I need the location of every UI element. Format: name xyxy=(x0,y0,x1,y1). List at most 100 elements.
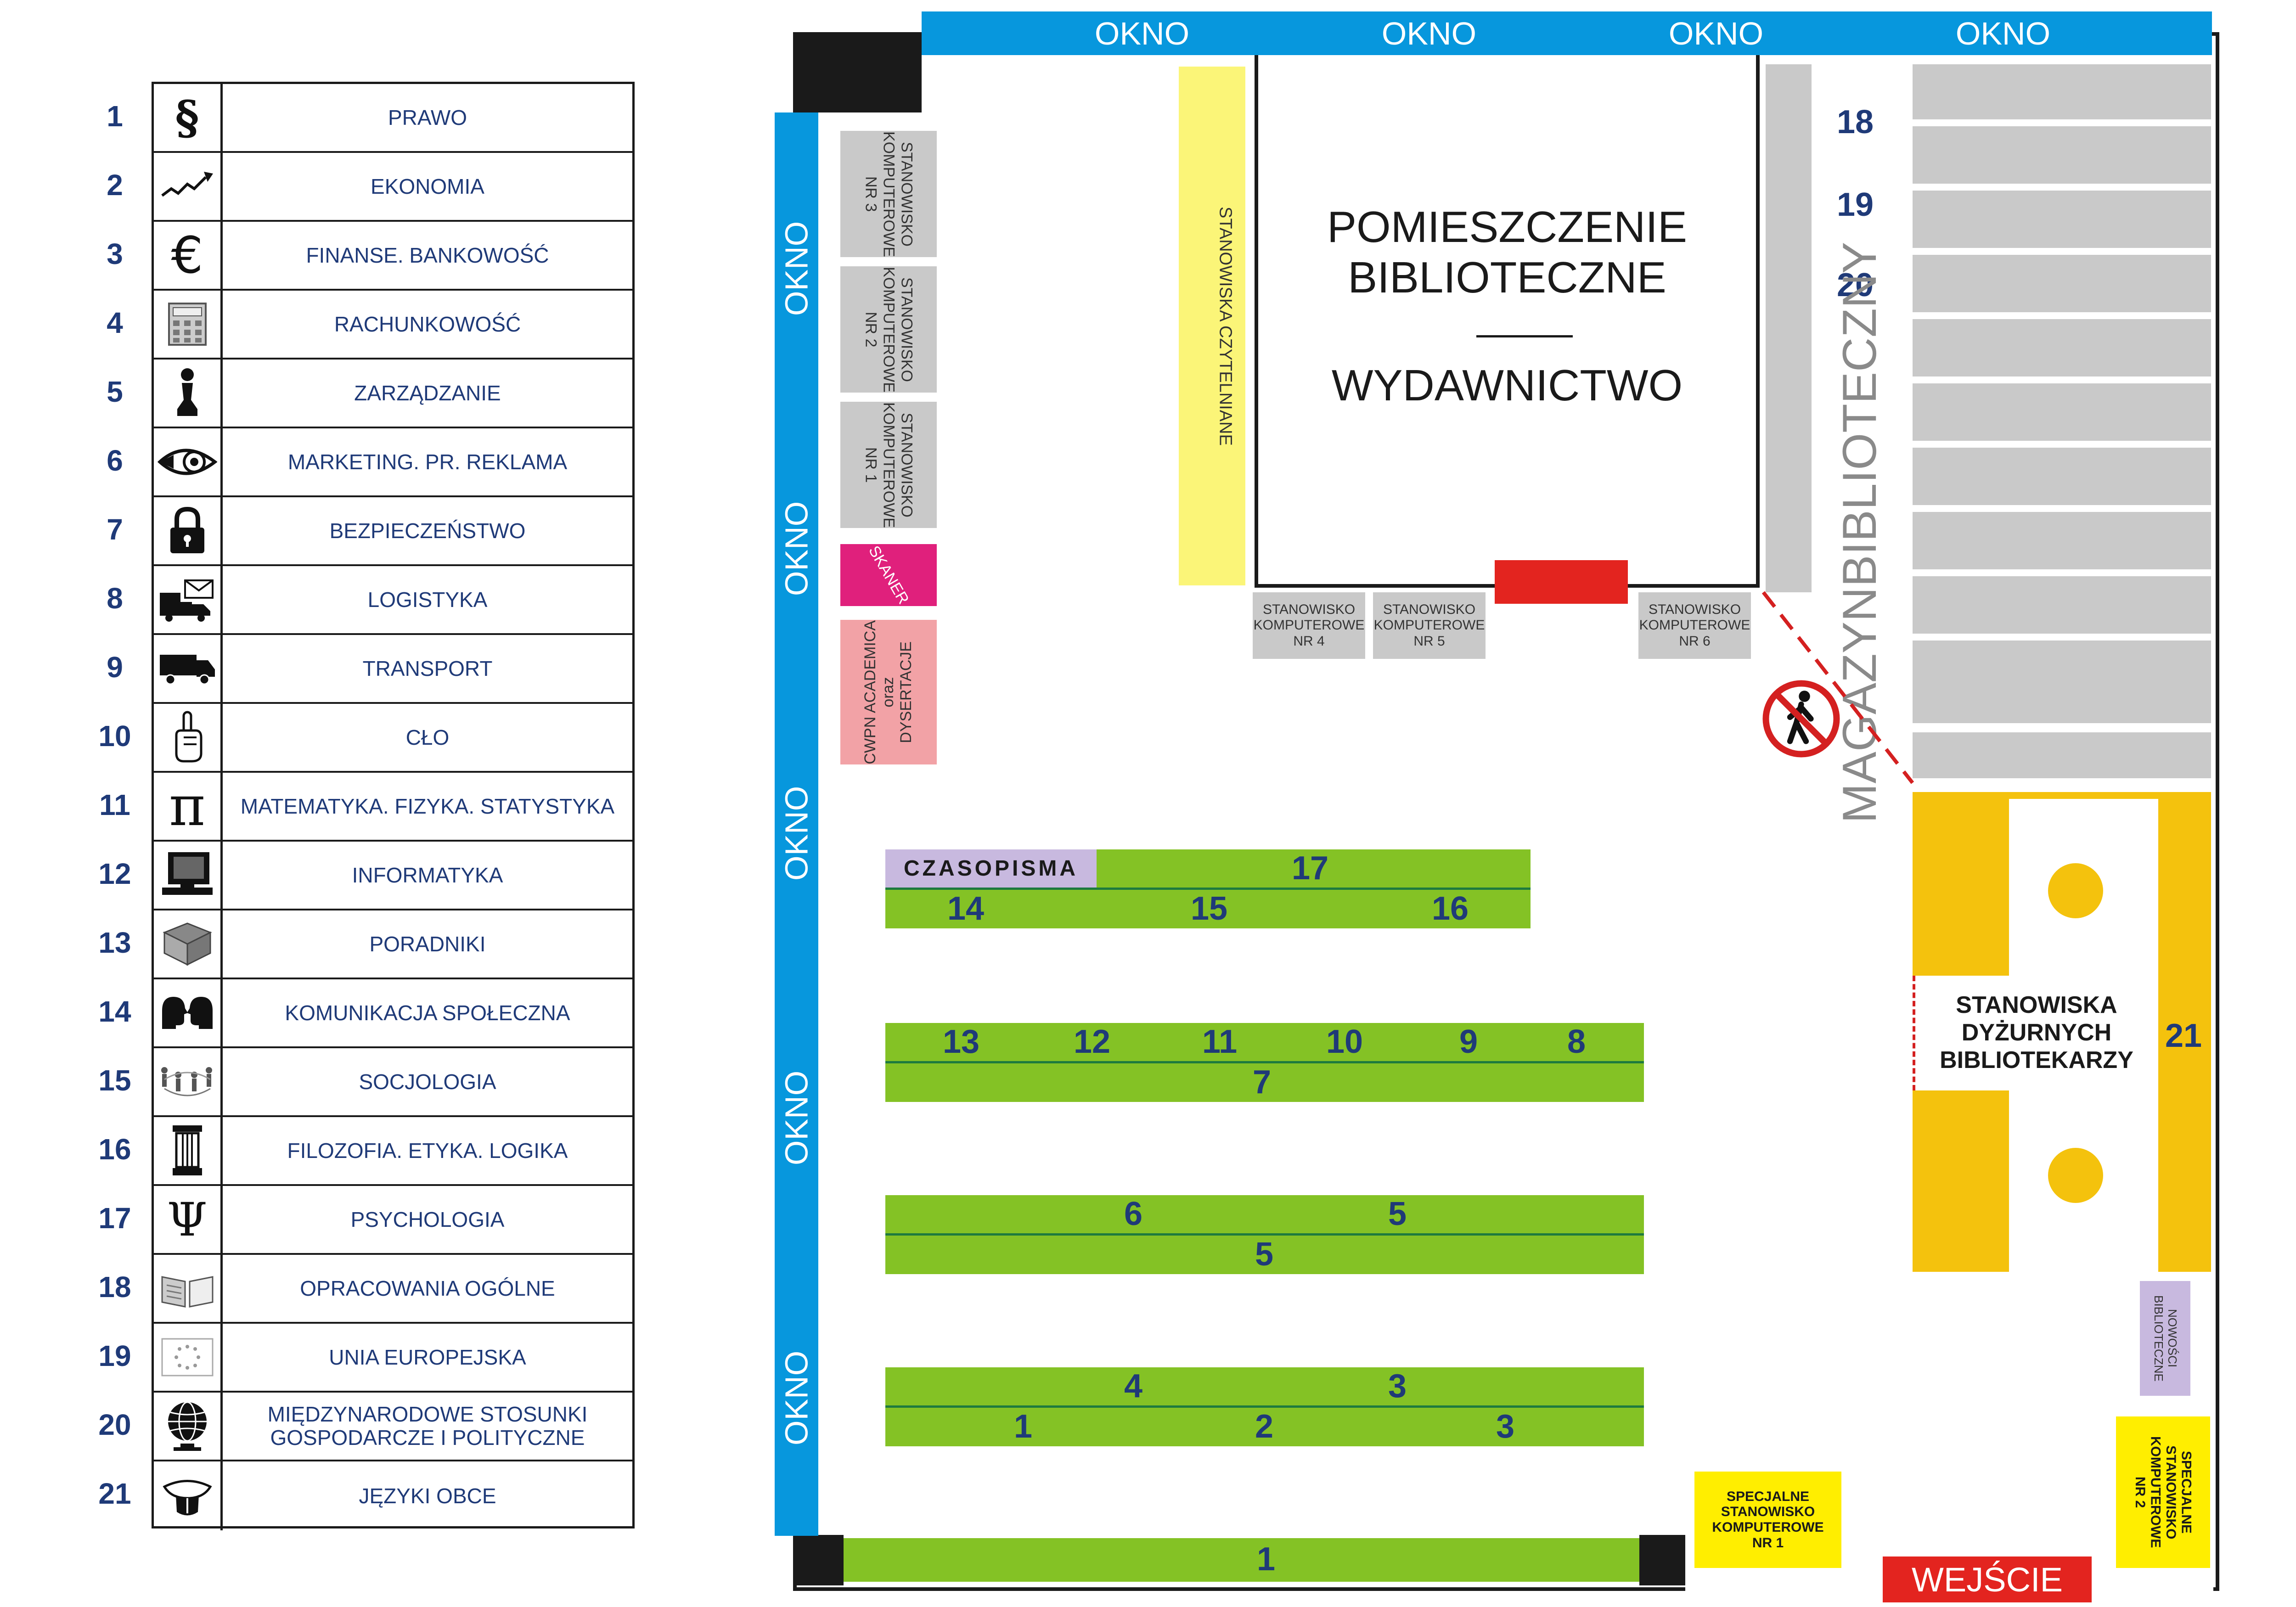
books-icon xyxy=(154,910,223,978)
reading-desks-label: STANOWISKA CZYTELNIANE xyxy=(1216,206,1235,446)
window-label: OKNO xyxy=(778,1350,815,1446)
storage-shelf-number: 18 xyxy=(1837,104,1874,140)
legend-number: 12 xyxy=(98,857,131,890)
legend-label: MARKETING. PR. REKLAMA xyxy=(287,450,568,474)
library-room-title: POMIESZCZENIE BIBLIOTECZNE xyxy=(1258,202,1756,303)
periodicals-label: CZASOPISMA xyxy=(885,849,1097,888)
euro-icon: € xyxy=(154,222,223,289)
padlock-icon xyxy=(154,497,223,564)
special-station-label: NR 1 xyxy=(1752,1535,1784,1551)
window-label: OKNO xyxy=(1955,15,2051,51)
legend-number: 11 xyxy=(99,788,130,821)
legend-label: CŁO xyxy=(405,725,450,749)
legend-number: 20 xyxy=(98,1408,131,1441)
station-number: NR 6 xyxy=(1679,633,1711,649)
shelf-number: 8 xyxy=(1567,1023,1586,1060)
calculator-icon xyxy=(154,291,223,358)
no-entry-icon xyxy=(1762,680,1840,758)
special-station-label: KOMPUTEROWE xyxy=(2148,1436,2163,1548)
shelf-divider xyxy=(885,1061,1644,1063)
truck-icon xyxy=(154,635,223,702)
shelf-divider xyxy=(885,1405,1644,1408)
shelf-row-c: 6 5 5 xyxy=(885,1195,1644,1274)
station-number: NR 3 xyxy=(862,176,880,212)
talking-heads-icon xyxy=(154,979,223,1046)
window-label: OKNO xyxy=(1094,15,1190,51)
library-room-line: WYDAWNICTWO xyxy=(1331,361,1683,410)
scanner: SKANER xyxy=(840,543,937,607)
legend-row: € FINANSE. BANKOWOŚĆ xyxy=(154,222,632,291)
shelf-number: 9 xyxy=(1459,1023,1478,1060)
shelf-number: 15 xyxy=(1191,890,1228,927)
left-window-strip: OKNO OKNO OKNO OKNO OKNO xyxy=(775,112,818,1536)
shelf-number: 17 xyxy=(1292,850,1329,887)
legend-row: PORADNIKI xyxy=(154,910,632,979)
shelf-number: 5 xyxy=(1388,1196,1407,1232)
legend-label: ZARZĄDZANIE xyxy=(354,381,501,405)
storage-shelf xyxy=(1913,319,2211,376)
shelf-row-a: CZASOPISMA 17 14 15 16 xyxy=(885,849,1531,928)
legend-row: RACHUNKOWOŚĆ xyxy=(154,291,632,360)
new-arrivals-label: NOWOŚCI xyxy=(2165,1309,2179,1368)
legend-label: UNIA EUROPEJSKA xyxy=(329,1345,526,1369)
legend-label: MATEMATYKA. FIZYKA. STATYSTYKA xyxy=(240,794,615,818)
legend-label: BEZPIECZEŃSTWO xyxy=(329,518,526,543)
legend-number: 5 xyxy=(107,375,123,408)
shelf-number: 16 xyxy=(1432,890,1469,927)
legend-row: MARKETING. PR. REKLAMA xyxy=(154,428,632,497)
legend-label: JĘZYKI OBCE xyxy=(359,1483,496,1508)
storage-shelf-number: 20 xyxy=(1837,267,1874,303)
cwpn-label: CWPN ACADEMICA xyxy=(861,620,879,764)
legend-label: FILOZOFIA. ETYKA. LOGIKA xyxy=(287,1138,568,1163)
new-arrivals-shelf: NOWOŚCI BIBLIOTECZNE xyxy=(2140,1281,2190,1396)
legend-number: 8 xyxy=(107,582,123,615)
shelf-number: 4 xyxy=(1124,1368,1143,1405)
shelf-number: 1 xyxy=(1014,1408,1033,1445)
library-room: POMIESZCZENIE BIBLIOTECZNE WYDAWNICTWO xyxy=(1255,55,1760,588)
legend-label: LOGISTYKA xyxy=(367,587,488,612)
shelf-number: 6 xyxy=(1124,1196,1143,1232)
station-number: NR 4 xyxy=(1293,633,1325,649)
chair-icon xyxy=(2048,1148,2103,1203)
legend-row: KOMUNIKACJA SPOŁECZNA xyxy=(154,979,632,1048)
duty-librarians-area: STANOWISKA DYŻURNYCH BIBLIOTEKARZY 21 xyxy=(1913,792,2211,1272)
trend-arrow-icon xyxy=(154,153,223,220)
shelf-number: 12 xyxy=(1074,1023,1111,1060)
legend-label: KOMUNIKACJA SPOŁECZNA xyxy=(285,1000,570,1025)
station-number: NR 1 xyxy=(862,447,880,483)
storage-shelf xyxy=(1913,732,2211,778)
legend-row: LOGISTYKA xyxy=(154,566,632,635)
legend-number: 16 xyxy=(98,1133,131,1166)
window-label: OKNO xyxy=(1381,15,1477,51)
window-label: OKNO xyxy=(778,786,815,881)
new-arrivals-label: BIBLIOTECZNE xyxy=(2152,1295,2166,1382)
shelf-number: 2 xyxy=(1255,1408,1274,1445)
bottom-left-pillar xyxy=(793,1535,844,1585)
shelf-row-e: 1 xyxy=(844,1538,1639,1582)
station-label: STANOWISKO KOMPUTEROWE xyxy=(880,266,916,393)
entrance-sign[interactable]: WEJŚCIE xyxy=(1883,1556,2092,1602)
special-station-label: STANOWISKO xyxy=(2163,1445,2179,1540)
legend-row: UNIA EUROPEJSKA xyxy=(154,1324,632,1393)
scanner-label: SKANER xyxy=(865,543,912,607)
shelf-number: 14 xyxy=(947,890,985,927)
paragraph-icon: § xyxy=(154,84,223,151)
cwpn-academica-dissertations: CWPN ACADEMICA oraz DYSERTACJE xyxy=(840,620,937,764)
legend-number: 9 xyxy=(107,651,123,684)
shelf-number: 11 xyxy=(1202,1023,1238,1060)
shelf-number: 1 xyxy=(1257,1541,1276,1578)
legend-number: 6 xyxy=(107,444,123,477)
legend-number: 3 xyxy=(107,237,123,270)
legend-number: 19 xyxy=(98,1339,131,1372)
special-station-label: SPECJALNE xyxy=(1726,1489,1810,1504)
legend-number: 7 xyxy=(107,513,123,546)
station-number: NR 2 xyxy=(862,311,880,348)
legend-label: RACHUNKOWOŚĆ xyxy=(334,312,521,336)
legend-label: FINANSE. BANKOWOŚĆ xyxy=(306,243,549,267)
legend-label: PORADNIKI xyxy=(369,932,486,956)
legend-number: 21 xyxy=(98,1477,131,1510)
legend-number: 17 xyxy=(98,1202,131,1235)
